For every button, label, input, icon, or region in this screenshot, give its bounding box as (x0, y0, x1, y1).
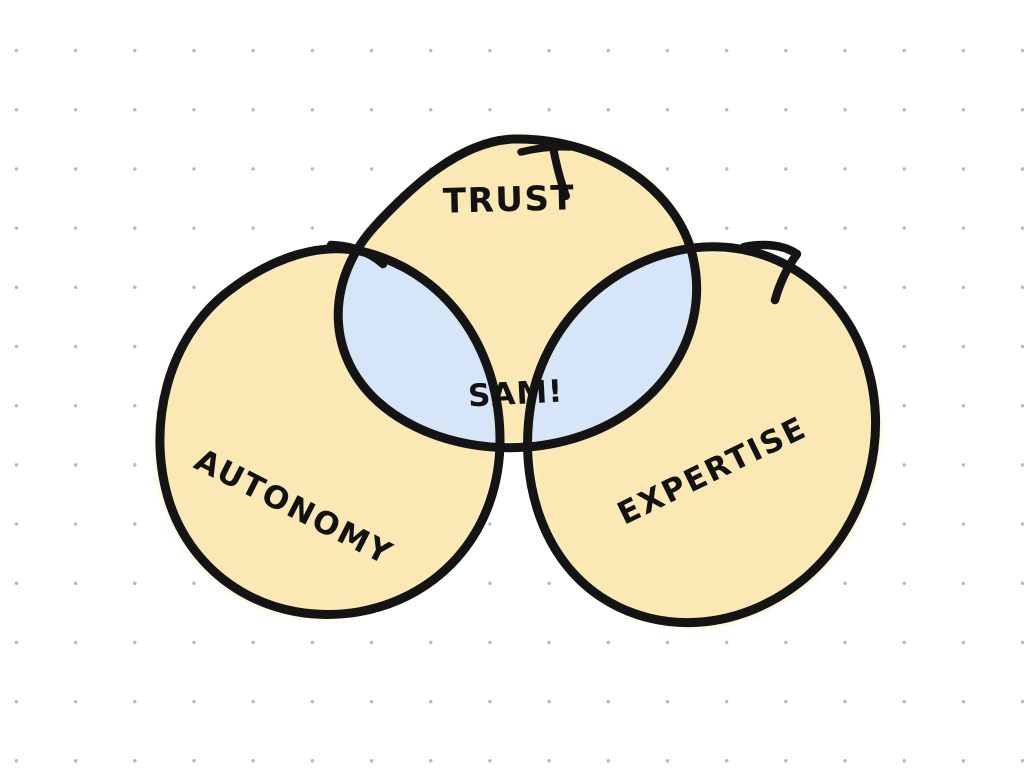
stroke-overshoot-trust-2 (517, 143, 574, 156)
stroke-overshoot-trust (549, 143, 570, 200)
venn-fills (155, 135, 880, 627)
stroke-overshoot-expertise (739, 240, 802, 305)
venn-strokes (160, 139, 876, 623)
